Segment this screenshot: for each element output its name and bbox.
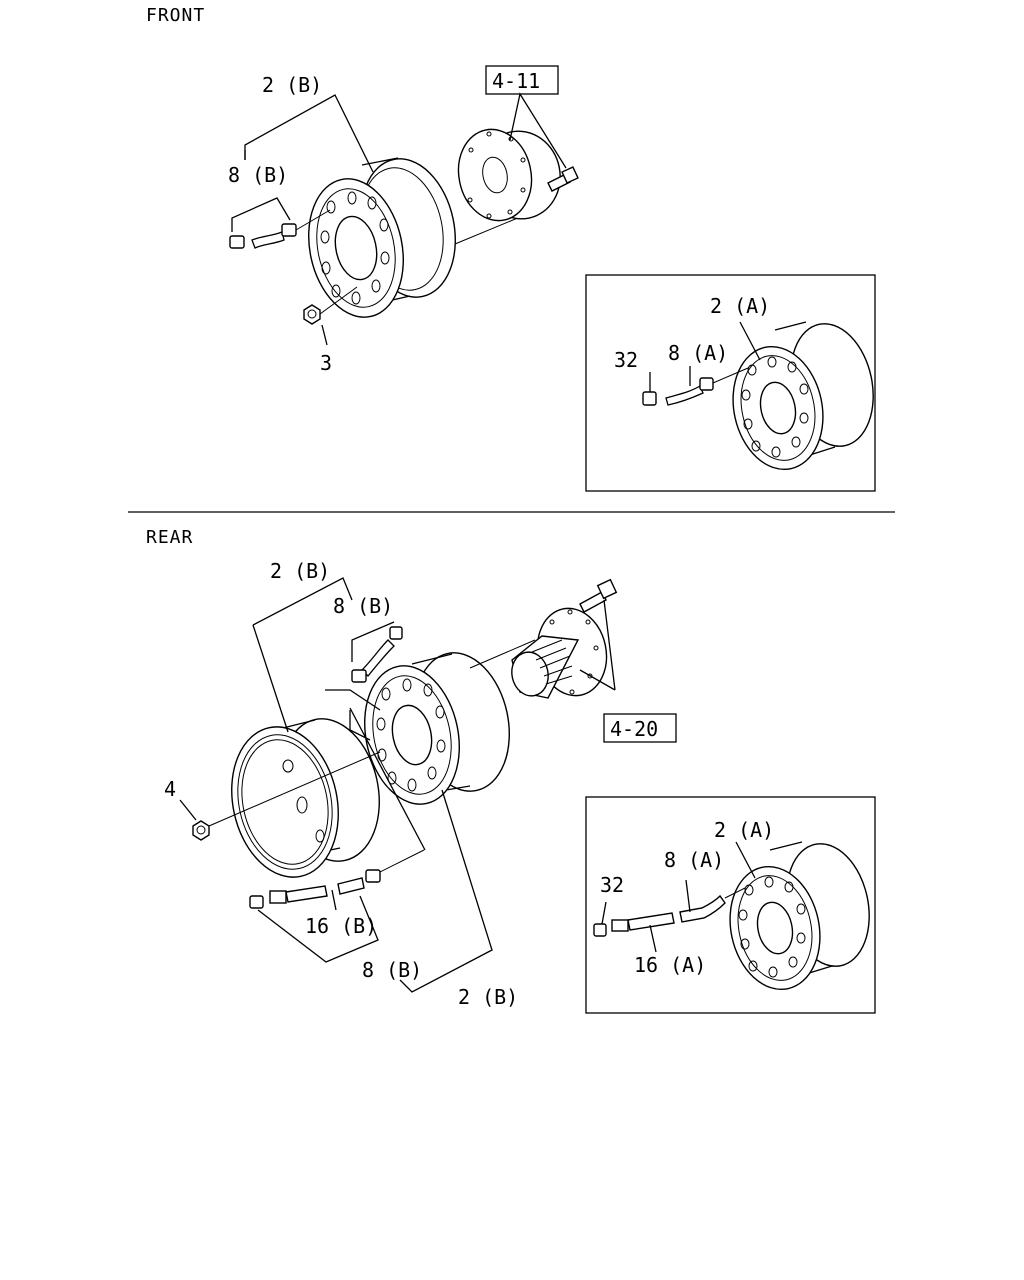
front-wheel bbox=[308, 157, 526, 318]
rear-inset-label-cap: 32 bbox=[600, 873, 624, 897]
front-label-nut: 3 bbox=[320, 351, 332, 375]
rear-inset-label-extension: 16 (A) bbox=[634, 953, 706, 977]
front-ref-hub: 4-11 bbox=[492, 69, 540, 93]
front-hub bbox=[457, 128, 579, 222]
front-inset-label-valve: 8 (A) bbox=[668, 341, 728, 365]
front-valve bbox=[229, 209, 331, 249]
front-inset-label-cap: 32 bbox=[614, 348, 638, 372]
rear-label-wheel-assembly-bottom: 2 (B) bbox=[458, 985, 518, 1009]
section-title-front: FRONT bbox=[146, 5, 205, 26]
rear-label-valve-top: 8 (B) bbox=[333, 594, 393, 618]
rear-inset-label-valve: 8 (A) bbox=[664, 848, 724, 872]
rear-label-valve-bottom: 8 (B) bbox=[362, 958, 422, 982]
rear-label-wheel-assembly-top: 2 (B) bbox=[270, 559, 330, 583]
rear-inset bbox=[585, 796, 876, 1014]
rear-ref-hub: 4-20 bbox=[610, 717, 658, 741]
front-nut bbox=[303, 286, 358, 325]
front-inset-label-wheel-assembly: 2 (A) bbox=[710, 294, 770, 318]
rear-leaders bbox=[179, 577, 616, 993]
rear-top-valve bbox=[351, 626, 403, 683]
rear-label-nut: 4 bbox=[164, 777, 176, 801]
front-ref-box bbox=[485, 65, 559, 95]
front-inset bbox=[585, 274, 876, 492]
rear-extension-valve bbox=[249, 849, 425, 909]
rear-outer-wheel bbox=[231, 718, 380, 878]
rear-ref-box bbox=[603, 713, 677, 743]
rear-nut bbox=[192, 751, 381, 841]
rear-inner-wheel bbox=[364, 639, 536, 805]
rear-inset-label-wheel-assembly: 2 (A) bbox=[714, 818, 774, 842]
rear-label-extension: 16 (B) bbox=[305, 914, 377, 938]
front-label-wheel-assembly: 2 (B) bbox=[262, 73, 322, 97]
rear-hub bbox=[511, 578, 618, 699]
front-label-valve: 8 (B) bbox=[228, 163, 288, 187]
section-title-rear: REAR bbox=[146, 527, 193, 548]
